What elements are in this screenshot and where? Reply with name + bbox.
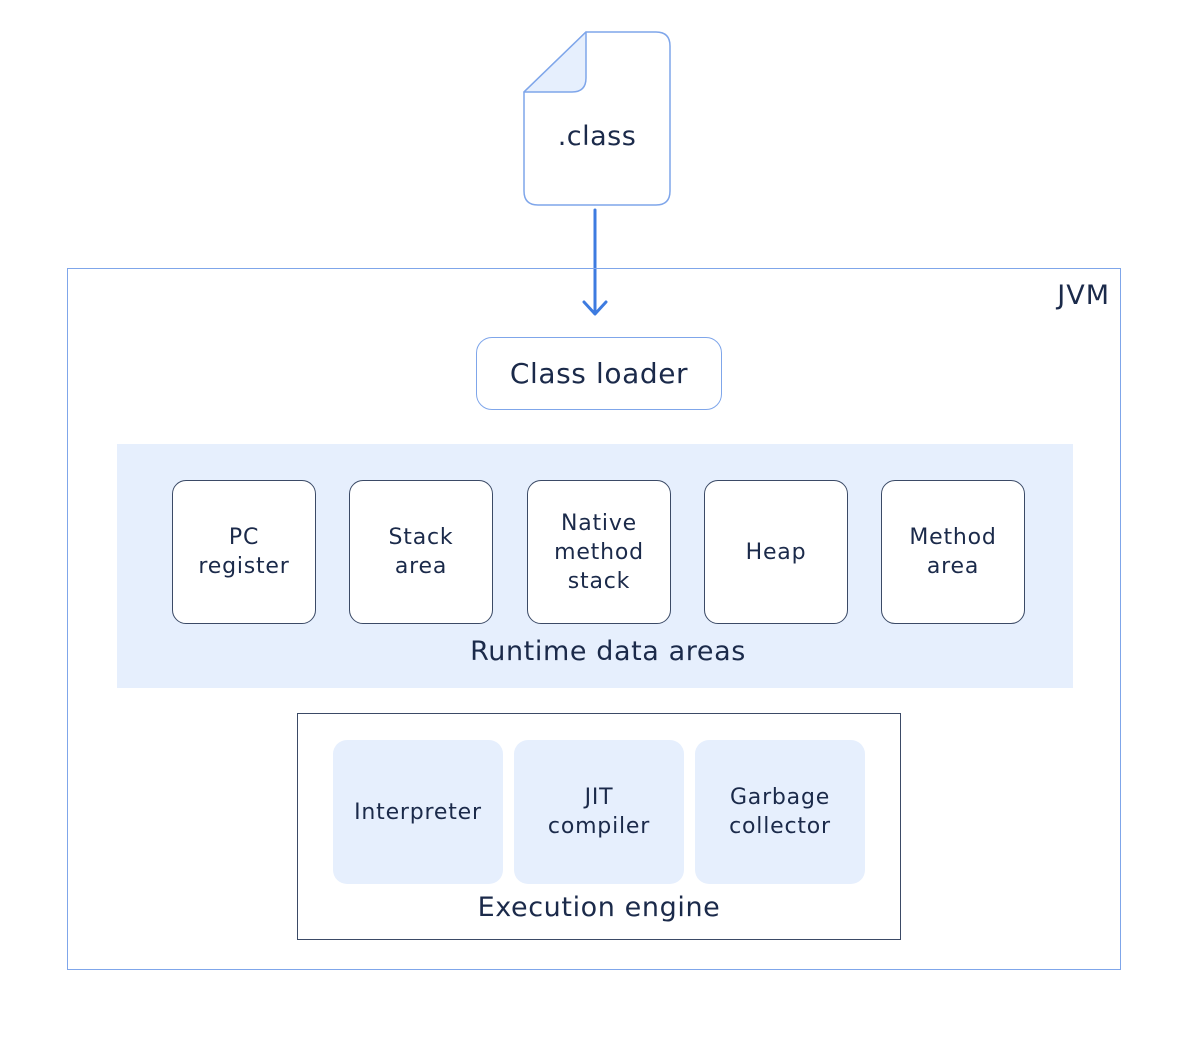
class-file-label: .class <box>557 120 637 152</box>
class-loader-box: Class loader <box>476 337 722 410</box>
garbage-collector-box: Garbage collector <box>695 740 865 884</box>
runtime-data-areas-title: Runtime data areas <box>470 636 746 667</box>
method-area-box: Method area <box>881 480 1025 624</box>
heap-label: Heap <box>745 539 807 565</box>
interpreter-box: Interpreter <box>333 740 503 884</box>
execution-engine-title: Execution engine <box>477 892 721 923</box>
interpreter-label: Interpreter <box>354 799 482 825</box>
native-method-stack-box: Native method stack <box>527 480 671 624</box>
native-method-stack-label: Native method stack <box>554 510 644 594</box>
stack-area-label: Stack area <box>388 525 454 579</box>
heap-box: Heap <box>704 480 848 624</box>
pc-register-label: PC register <box>198 525 290 579</box>
jit-compiler-box: JIT compiler <box>514 740 684 884</box>
jvm-container <box>67 268 1121 970</box>
pc-register-box: PC register <box>172 480 316 624</box>
down-arrow-icon <box>582 208 608 316</box>
jvm-label: JVM <box>1057 280 1110 311</box>
class-file-icon <box>523 31 671 206</box>
garbage-collector-label: Garbage collector <box>729 785 831 839</box>
jit-compiler-label: JIT compiler <box>547 785 651 839</box>
class-loader-label: Class loader <box>509 357 689 390</box>
stack-area-box: Stack area <box>349 480 493 624</box>
method-area-label: Method area <box>909 525 997 579</box>
